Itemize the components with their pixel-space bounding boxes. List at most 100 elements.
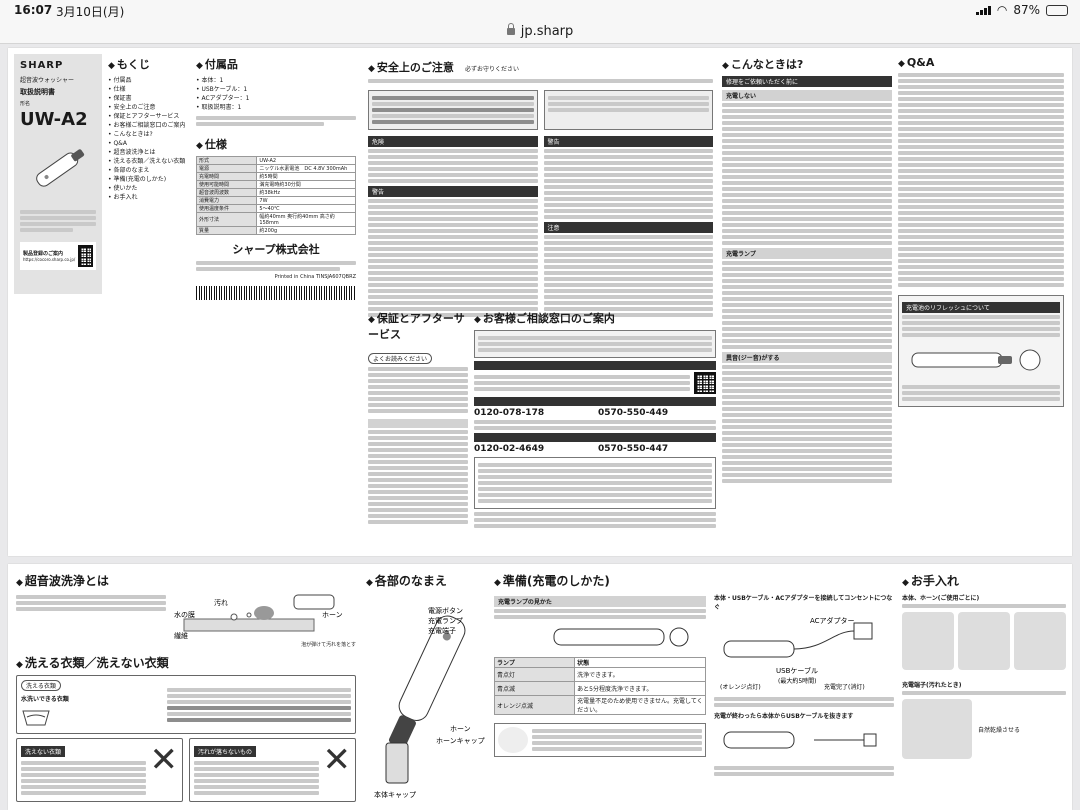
lamp-header-row: ランプ状態 (493, 657, 706, 668)
lamp-row: 青点滅あと5分程度洗浄できます。 (493, 681, 706, 696)
support-phone-1[interactable]: 0120-078-178 (474, 408, 545, 418)
ultra-label-bubble: 泡が弾けて汚れを落とす (301, 642, 356, 648)
address-bar[interactable]: jp.sharp (0, 22, 1080, 44)
spec-row: 充電時間約5時間 (195, 172, 356, 181)
danger-header: 危険 (368, 136, 538, 147)
washable-ng2-title: 汚れが落ちないもの (194, 746, 257, 757)
accessory-item: • 取扱説明書：1 (196, 104, 242, 111)
charge-done: 充電完了(消灯) (824, 683, 865, 691)
toc-item: • お客様ご相談窓口のご案内 (108, 122, 186, 129)
charging-time: (最大約5時間) (778, 677, 817, 685)
part-label-power: 電源ボタン (428, 606, 463, 615)
status-right: ◠ 87% (975, 3, 1068, 17)
lamp-table: ランプ状態青点灯洗浄できます。青点滅あと5分程度洗浄できます。オレンジ点滅充電量… (493, 657, 706, 715)
qa-refresh-title: 充電池のリフレッシュについて (902, 302, 1060, 313)
spec-cell: 約38kHz (256, 188, 356, 197)
ng-x-icon: ✕ (149, 740, 179, 780)
care-dry: 自然乾燥させる (978, 726, 1021, 734)
washable-title: 洗える衣類／洗えない衣類 (16, 654, 356, 671)
spec-cell: 形式 (195, 156, 258, 165)
prep-step2: 充電が終わったら本体からUSBケーブルを抜きます (714, 713, 854, 720)
spec-row: 電源ニッケル水素電池 DC 4.8V 300mAh (195, 164, 356, 173)
part-label-terminal: 充電端子 (428, 626, 456, 635)
washable-tag-icon (22, 710, 50, 726)
spec-cell: 電源 (195, 164, 258, 173)
qa-title: Q&A (898, 56, 1064, 69)
toc-item: • 洗える衣類／洗えない衣類 (108, 158, 186, 165)
status-time: 16:07 (14, 3, 53, 17)
trouble-section: こんなときは? 修理をご依頼いただく前に 充電しない 充電ランプ 異音(ジー音)… (722, 56, 892, 485)
battery-percent: 87% (1013, 3, 1040, 17)
lamp-cell: 充電量不足のため使用できません。充電してください。 (574, 695, 706, 715)
manual-page-back: 超音波洗浄とは 汚れ ホーン 水の膜 繊維 泡が弾けて汚れを落とす 洗える衣類／… (8, 564, 1072, 810)
support-title: お客様ご相談窓口のご案内 (474, 310, 716, 326)
spec-cell: 満充電時約30分間 (256, 180, 356, 189)
qr-registration[interactable]: 製品登録のご案内 https://cocoro.sharp.co.jp/ (20, 242, 96, 270)
ultra-label-horn: ホーン (322, 611, 343, 619)
ultrasonic-section: 超音波洗浄とは 汚れ ホーン 水の膜 繊維 泡が弾けて汚れを落とす 洗える衣類／… (16, 572, 356, 802)
lamp-header-cell: 状態 (574, 657, 706, 668)
care-section: お手入れ 本体、ホーン(ご使用ごとに) 充電端子(汚れたとき) 自然乾燥させる (902, 572, 1066, 759)
spec-cell: 超音波周波数 (195, 188, 258, 197)
toc-item: • 保証とアフターサービス (108, 113, 180, 120)
toc-item: • Q&A (108, 140, 127, 147)
parts-diagram: 電源ボタン 充電ランプ 充電端子 ホーン ホーンキャップ 本体キャップ (374, 606, 485, 799)
support-qr-icon (694, 372, 716, 394)
part-label-bodycap: 本体キャップ (374, 790, 416, 799)
spec-cell: 7W (256, 196, 356, 205)
ac-label: ACアダプター (810, 616, 855, 625)
washable-ok-title: 洗える衣類 (21, 680, 61, 691)
charge-orange: (オレンジ点灯) (720, 683, 761, 691)
prep-title: 準備(充電のしかた) (494, 572, 894, 589)
trouble-title: こんなときは? (722, 56, 892, 72)
lamp-row: 青点灯洗浄できます。 (493, 667, 706, 682)
doc-type: 取扱説明書 (20, 88, 55, 96)
prep-section: 準備(充電のしかた) 充電ランプの見かた ランプ状態青点灯洗浄できます。青点滅あ… (493, 572, 894, 778)
spec-cell: 消費電力 (195, 196, 258, 205)
accessory-item: • USBケーブル：1 (196, 86, 248, 93)
spec-cell: 外形寸法 (195, 212, 258, 227)
support-phone-2[interactable]: 0570-550-449 (598, 408, 669, 418)
battery-icon (1046, 4, 1068, 16)
company-name: シャープ株式会社 (232, 243, 320, 256)
accessory-item: • 本体：1 (196, 77, 224, 84)
qr-code-icon (78, 245, 93, 267)
part-label-horncap: ホーンキャップ (436, 737, 485, 745)
care-image-2 (958, 612, 1010, 670)
lock-icon (506, 23, 515, 35)
care-image-3 (1014, 612, 1066, 670)
care-sub2: 充電端子(汚れたとき) (902, 682, 962, 689)
safety-title: 安全上のご注意 (368, 61, 454, 74)
unplug-diagram (723, 731, 877, 749)
wifi-icon: ◠ (996, 3, 1008, 17)
toc-item: • 使いかた (108, 185, 138, 192)
safety-note: 必ずお守りください (465, 66, 520, 73)
lamp-cell: あと5分程度洗浄できます。 (574, 681, 706, 696)
refresh-illustration (911, 349, 1041, 371)
toc-item: • 保証書 (108, 95, 132, 102)
pdf-document[interactable]: SHARP 超音波ウォッシャー 取扱説明書 形名 UW-A2 製品登録のご案内 … (8, 48, 1072, 810)
lamp-title: 充電ランプの見かた (494, 596, 706, 607)
ultrasonic-diagram: 汚れ ホーン 水の膜 繊維 (174, 594, 343, 640)
parts-section: 各部のなまえ 電源ボタン 充電ランプ 充電端子 ホーン ホーンキャップ 本体キャ… (366, 572, 488, 807)
prep-step1: 本体・USBケーブル・ACアダプターを接続してコンセントにつなぐ (714, 595, 893, 611)
support-phone-3[interactable]: 0120-02-4649 (474, 444, 545, 454)
spec-cell: 約5時間 (256, 172, 356, 181)
accessories-list: • 本体：1• USBケーブル：1• ACアダプター：1• 取扱説明書：1 (196, 76, 356, 112)
service-section: 保証とアフターサービス よくお読みください (368, 310, 468, 526)
support-phone-4[interactable]: 0570-550-447 (598, 444, 669, 454)
lamp-row: オレンジ点滅充電量不足のため使用できません。充電してください。 (493, 695, 706, 715)
service-title: 保証とアフターサービス (368, 310, 468, 342)
spec-row: 外形寸法幅約40mm 奥行約40mm 高さ約158mm (195, 212, 356, 227)
support-section: お客様ご相談窓口のご案内 0120-078-178 0570-550-449 0… (474, 310, 716, 530)
care-sub1: 本体、ホーン(ご使用ごとに) (902, 595, 980, 602)
product-name: 超音波ウォッシャー (20, 77, 75, 84)
status-date: 3月10日(月) (56, 5, 125, 19)
toc-section: もくじ • 付属品• 仕様• 保証書• 安全上のご注意• 保証とアフターサービス… (108, 56, 190, 202)
part-label-lamp: 充電ランプ (428, 616, 463, 625)
safety-section: 安全上のご注意 必ずお守りください 危険 警告 (368, 56, 713, 319)
spec-row: 超音波周波数約38kHz (195, 188, 356, 197)
brand-logo: SHARP (20, 60, 64, 71)
